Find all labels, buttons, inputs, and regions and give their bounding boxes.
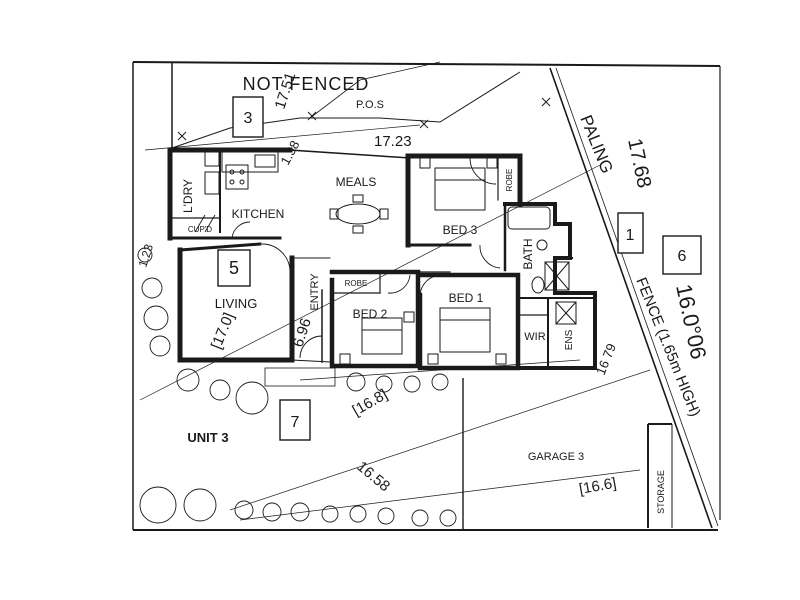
marker-box-1 <box>617 212 644 254</box>
marker-6: 6 <box>678 248 687 265</box>
door-swings <box>194 157 501 359</box>
bed1-label: BED 1 <box>449 291 484 305</box>
house-walls <box>167 147 597 387</box>
laundry-label: L'DRY <box>181 179 195 213</box>
room-labels: NOT FENCED P.O.S L'DRY CUP'D KITCHEN MEA… <box>181 74 666 514</box>
storage-label: STORAGE <box>656 470 666 514</box>
survey-marks <box>177 97 551 141</box>
fixtures <box>204 151 577 365</box>
cupboard-label: CUP'D <box>188 225 212 234</box>
meals-table <box>335 203 381 225</box>
marker-box-6 <box>662 235 702 275</box>
dim-1658: 16.58 <box>353 458 393 495</box>
marker-box-3 <box>232 96 264 138</box>
pos-label: NOT FENCED <box>243 74 370 94</box>
bed3-label: BED 3 <box>443 223 478 237</box>
meals-label: MEALS <box>336 175 377 189</box>
paling-label: PALING <box>576 112 617 176</box>
pos-sublabel: P.O.S <box>356 99 384 111</box>
marker-1: 1 <box>626 227 635 244</box>
kitchen-label: KITCHEN <box>232 207 285 221</box>
marker-7: 7 <box>291 414 300 431</box>
bed2-label: BED 2 <box>353 307 388 321</box>
dim-170: [17.0] <box>208 310 238 351</box>
robe-top-label: ROBE <box>505 169 514 192</box>
dim-138: 1.38 <box>277 138 302 167</box>
dim-1723: 17.23 <box>374 133 412 150</box>
robe-bed2-label: ROBE <box>345 279 368 288</box>
wir-label: WIR <box>524 331 545 343</box>
entry-label: ENTRY <box>309 273 321 311</box>
garage-label: GARAGE 3 <box>528 451 584 463</box>
dim-1768: 17.68 <box>623 136 655 190</box>
ens-label: ENS <box>564 329 575 350</box>
landscaping <box>137 247 457 527</box>
marker-3: 3 <box>244 110 253 127</box>
unit-label: UNIT 3 <box>187 430 228 445</box>
dim-166: [16.6] <box>578 475 618 498</box>
dim-123: 1.23 <box>136 242 157 269</box>
marker-5: 5 <box>229 258 239 278</box>
marker-numbers: 3 1 6 5 7 <box>229 110 687 431</box>
marker-box-7 <box>279 399 311 441</box>
bath-label: BATH <box>521 238 535 269</box>
marker-boxes <box>217 96 702 441</box>
marker-box-5 <box>217 249 251 287</box>
living-label: LIVING <box>215 296 258 311</box>
